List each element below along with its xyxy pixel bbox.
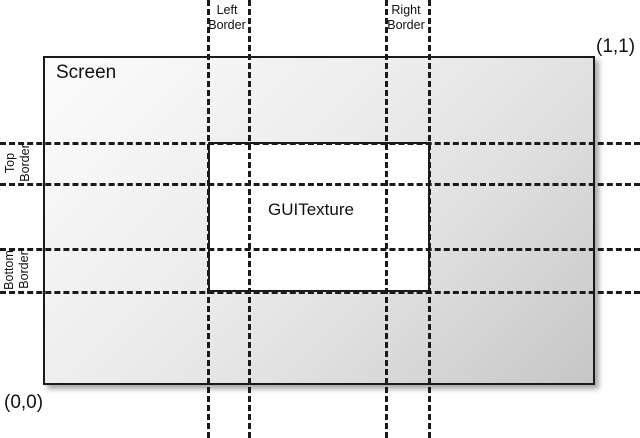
label-coordinate-max: (1,1) (596, 36, 636, 57)
guitexture-rectangle (208, 142, 430, 292)
label-left-border-line2: Border (208, 18, 246, 32)
guide-line-left-border-inner (248, 0, 251, 438)
guide-line-top-border-outer (0, 142, 640, 145)
guide-line-right-border-inner (385, 0, 388, 438)
label-top-border-line2: Border (18, 144, 32, 182)
label-right-border-line1: Right (391, 3, 421, 17)
label-left-border-line1: Left (216, 3, 238, 17)
label-left-border: Left Border (192, 3, 262, 33)
guide-line-right-border-outer (428, 0, 431, 438)
label-right-border: Right Border (371, 3, 441, 33)
label-guitexture: GUITexture (268, 200, 354, 219)
label-screen: Screen (56, 62, 117, 83)
label-top-border: Top Border (3, 131, 33, 195)
label-bottom-border-line1: Bottom (2, 250, 16, 290)
guide-line-top-border-inner (0, 183, 640, 186)
label-right-border-line2: Border (387, 18, 425, 32)
guide-line-bottom-border-inner (0, 248, 640, 251)
label-bottom-border: Bottom Border (2, 238, 32, 302)
guide-line-bottom-border-outer (0, 291, 640, 294)
guide-line-left-border-outer (207, 0, 210, 438)
label-coordinate-origin: (0,0) (4, 392, 44, 413)
label-top-border-line1: Top (3, 152, 17, 174)
label-bottom-border-line2: Border (17, 251, 31, 289)
